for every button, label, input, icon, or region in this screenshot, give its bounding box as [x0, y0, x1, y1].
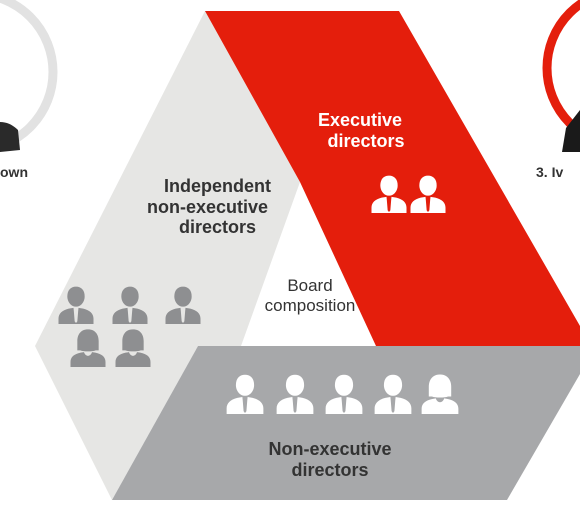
center-label: Board composition: [250, 276, 370, 317]
executive-label-line2: directors: [327, 130, 405, 151]
executive-label-line1: Executive: [317, 110, 403, 130]
non-executive-label: Non-executive directors: [250, 439, 410, 480]
photo-ring-left: [0, 0, 58, 151]
executive-label: Executive directors: [300, 110, 420, 151]
non-executive-segment: [112, 346, 580, 500]
left-side-caption: own: [0, 164, 28, 180]
independent-label-line2: non-executive: [146, 196, 269, 217]
independent-label-line3: directors: [178, 217, 257, 238]
independent-label-line1: Independent: [164, 176, 271, 196]
portrait-photo-left: [0, 122, 20, 152]
center-label-line2: composition: [264, 296, 356, 316]
right-side-caption: 3. Iv: [536, 164, 564, 180]
non-executive-label-line1: Non-executive: [268, 439, 392, 459]
independent-label: Independent non-executive directors: [115, 176, 300, 238]
non-executive-label-line2: directors: [291, 459, 369, 480]
portrait-photo-right: [562, 110, 580, 152]
independent-segment: [35, 11, 300, 500]
center-label-line1: Board: [287, 276, 333, 295]
photo-ring-right: [542, 0, 580, 138]
